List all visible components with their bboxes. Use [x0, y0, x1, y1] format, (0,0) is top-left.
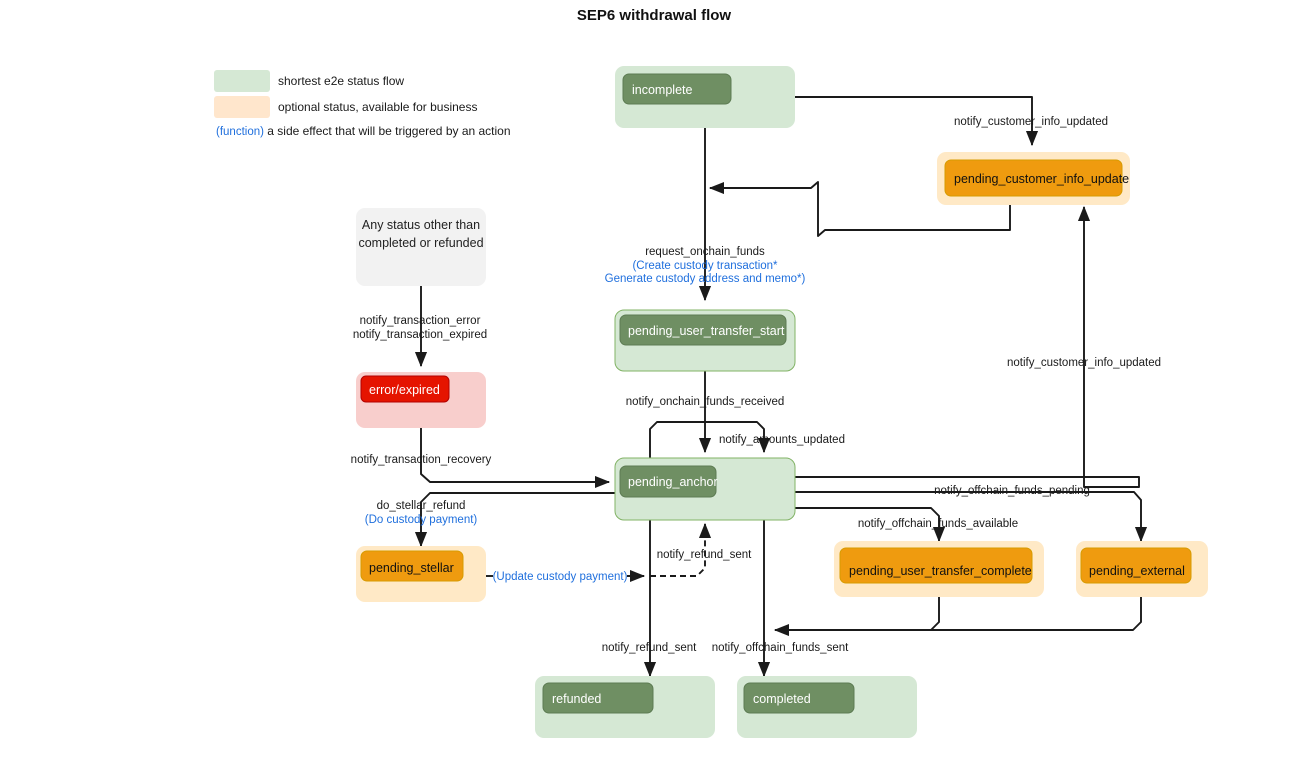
- edge-pending-anchor-to-pending-user-transfer-complete: [795, 507, 946, 543]
- edge-label-create-custody-transaction: (Create custody transaction*: [632, 260, 778, 272]
- edge-label-notify-offchain-funds-available: notify_offchain_funds_available: [858, 518, 1018, 530]
- node-pending-anchor-label: pending_anchor: [628, 475, 718, 489]
- edge-pending-customer-info-back-to-incomplete: [708, 181, 1011, 237]
- edge-label-update-custody-payment: (Update custody payment): [493, 571, 628, 583]
- edge-pending-anchor-to-pending-stellar: [414, 492, 615, 548]
- legend-swatch-green: [214, 70, 270, 92]
- edge-label-notify-refund-sent-bottom: notify_refund_sent: [602, 642, 697, 654]
- node-error-expired-inner: [360, 375, 450, 403]
- node-pending-stellar-label: pending_stellar: [369, 561, 454, 575]
- node-pending-user-transfer-complete[interactable]: pending_user_transfer_complete: [834, 541, 1044, 597]
- node-any-status-label-line1: Any status other than: [362, 218, 480, 232]
- edge-label-notify-offchain-funds-pending: notify_offchain_funds_pending: [934, 485, 1090, 497]
- node-incomplete-label: incomplete: [632, 83, 692, 97]
- node-completed[interactable]: completed: [737, 676, 917, 738]
- node-pending-user-transfer-start[interactable]: pending_user_transfer_start: [614, 309, 796, 372]
- node-pending-stellar[interactable]: pending_stellar: [356, 546, 486, 602]
- edge-label-request-onchain-funds: request_onchain_funds: [645, 246, 765, 258]
- node-pending-external-label: pending_external: [1089, 564, 1185, 578]
- node-incomplete[interactable]: incomplete: [615, 66, 795, 128]
- edge-label-notify-onchain-funds-received: notify_onchain_funds_received: [626, 396, 785, 408]
- node-pending-external-inner: [1080, 547, 1192, 584]
- node-refunded-inner: [542, 682, 654, 714]
- edge-pending-anchor-self-loop: [649, 421, 771, 458]
- node-error-expired[interactable]: error/expired: [356, 372, 486, 428]
- node-incomplete-inner: [622, 73, 732, 105]
- legend-function-desc: a side effect that will be triggered by …: [264, 124, 511, 138]
- legend-label-orange: optional status, available for business: [278, 100, 477, 114]
- legend-function-note: (function) a side effect that will be tr…: [216, 124, 511, 138]
- edge-pending-user-transfer-complete-to-completed: [773, 597, 940, 637]
- node-any-status-outer: [356, 208, 486, 286]
- edge-label-notify-transaction-error: notify_transaction_error: [360, 315, 481, 327]
- edge-label-notify-customer-info-updated-right: notify_customer_info_updated: [1007, 357, 1161, 369]
- edge-incomplete-to-pending-customer-info: [795, 96, 1039, 147]
- node-pending-customer-info-update[interactable]: pending_customer_info_update: [937, 152, 1130, 205]
- node-pending-user-transfer-start-inner: [619, 314, 787, 346]
- edge-error-expired-to-pending-anchor: [420, 428, 611, 489]
- legend-label-green: shortest e2e status flow: [278, 74, 404, 88]
- node-pending-anchor-inner: [619, 465, 717, 498]
- legend-function-word: (function): [216, 126, 264, 138]
- node-pending-stellar-inner: [360, 550, 464, 582]
- node-refunded[interactable]: refunded: [535, 676, 715, 738]
- edge-label-generate-custody-address: Generate custody address and memo*): [605, 273, 806, 285]
- node-any-status-label-line2: completed or refunded: [358, 236, 483, 250]
- node-pending-user-transfer-complete-label: pending_user_transfer_complete: [849, 564, 1032, 578]
- page-title: SEP6 withdrawal flow: [577, 7, 732, 24]
- node-any-status[interactable]: Any status other than completed or refun…: [356, 208, 486, 286]
- node-pending-user-transfer-complete-inner: [839, 547, 1033, 584]
- edge-label-notify-amounts-updated: notify_amounts_updated: [719, 434, 845, 446]
- edge-label-notify-refund-sent-mid: notify_refund_sent: [657, 549, 752, 561]
- node-pending-user-transfer-start-label: pending_user_transfer_start: [628, 324, 785, 338]
- edge-label-notify-transaction-recovery: notify_transaction_recovery: [351, 454, 492, 466]
- edge-label-notify-offchain-funds-sent: notify_offchain_funds_sent: [712, 642, 849, 654]
- edge-pending-anchor-to-pending-external: [795, 491, 1148, 543]
- edge-label-notify-transaction-expired: notify_transaction_expired: [353, 329, 487, 341]
- node-pending-customer-info-update-label: pending_customer_info_update: [954, 172, 1129, 186]
- edge-pending-external-to-completed: [775, 597, 1142, 631]
- node-pending-anchor[interactable]: pending_anchor: [614, 457, 796, 521]
- edge-label-do-stellar-refund: do_stellar_refund: [377, 500, 466, 512]
- legend-swatch-orange: [214, 96, 270, 118]
- edge-label-notify-customer-info-updated-top: notify_customer_info_updated: [954, 116, 1108, 128]
- edge-pending-anchor-to-pending-customer-info: [795, 205, 1140, 488]
- node-refunded-label: refunded: [552, 692, 601, 706]
- node-completed-label: completed: [753, 692, 811, 706]
- node-completed-label-inner: [743, 682, 855, 714]
- node-pending-customer-info-update-inner: [944, 159, 1123, 197]
- edge-refund-sent-back-to-pending-anchor: [650, 522, 712, 577]
- edge-label-do-custody-payment: (Do custody payment): [365, 514, 478, 526]
- node-pending-external[interactable]: pending_external: [1076, 541, 1208, 597]
- node-error-expired-label: error/expired: [369, 383, 440, 397]
